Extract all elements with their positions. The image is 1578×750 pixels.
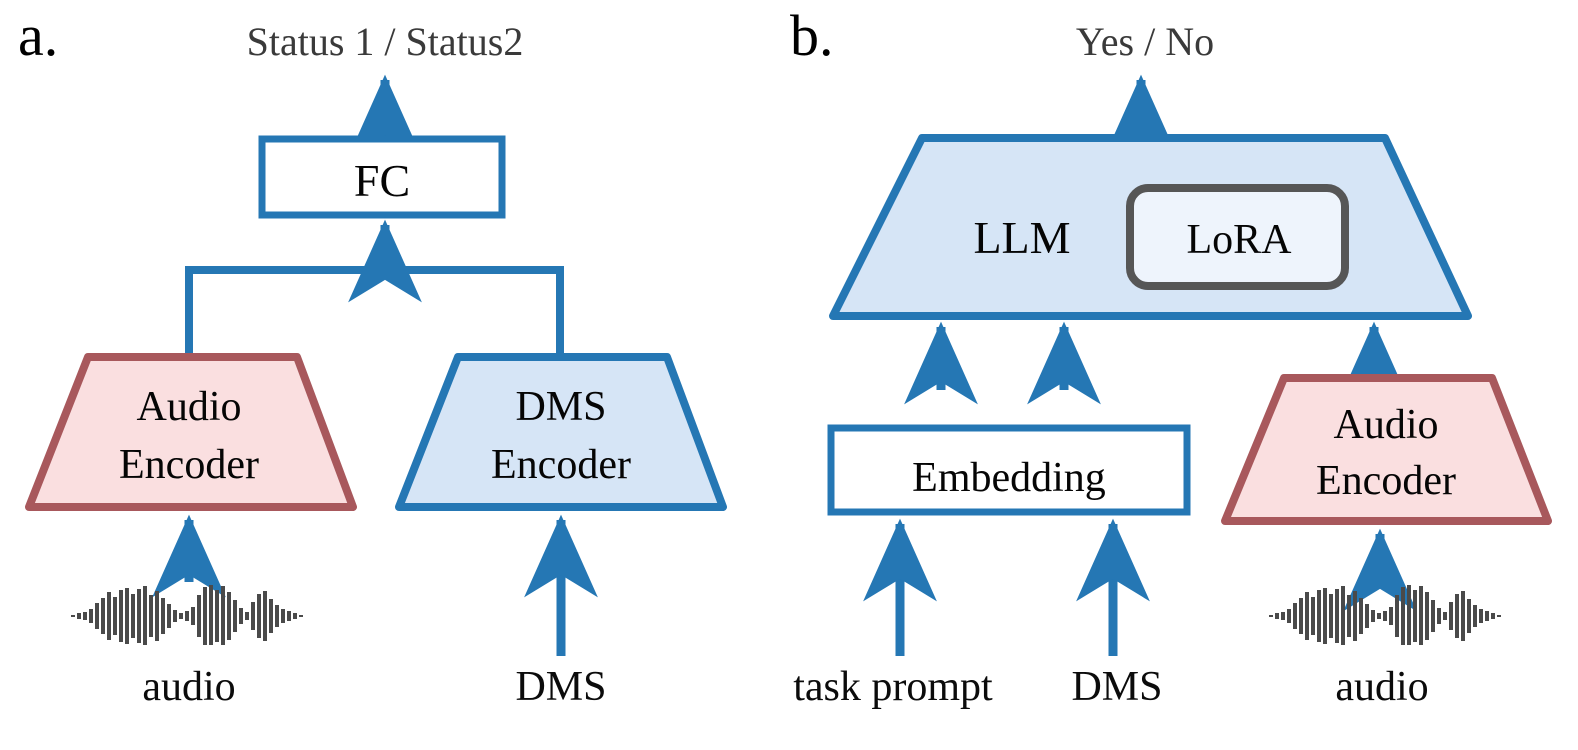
bus-encoders-to-fc	[185, 266, 564, 358]
node-lora-label: LoRA	[1187, 217, 1293, 263]
node-embedding-box[interactable]	[827, 424, 1191, 516]
node-embedding-label: Embedding	[912, 455, 1106, 501]
input-label-task-prompt-b: task prompt	[793, 664, 993, 710]
panel-label-a: a.	[18, 3, 58, 68]
panel-label-b: b.	[790, 3, 834, 68]
input-label-audio-a: audio	[142, 664, 235, 710]
audio-waveform-icon	[71, 585, 303, 645]
node-audio-encoder-b-label-line1: Audio	[1334, 402, 1439, 448]
panel-b-output-label: Yes / No	[1076, 19, 1214, 64]
node-audio-encoder-a-label-line2: Encoder	[119, 442, 259, 488]
node-llm-label: LLM	[973, 212, 1070, 263]
input-label-dms-a: DMS	[515, 664, 606, 710]
input-label-audio-b: audio	[1335, 664, 1428, 710]
node-audio-encoder-a[interactable]	[25, 353, 357, 511]
node-dms-encoder-a-label-line1: DMS	[515, 384, 606, 430]
audio-waveform-icon	[1269, 585, 1501, 645]
node-audio-encoder-a-label-line1: Audio	[137, 384, 242, 430]
node-lora[interactable]	[1126, 184, 1349, 290]
node-audio-encoder-b[interactable]	[1221, 374, 1552, 525]
node-dms-encoder-a-label-line2: Encoder	[491, 442, 631, 488]
node-audio-encoder-b-label-line2: Encoder	[1316, 458, 1456, 504]
node-dms-encoder-a[interactable]	[395, 353, 727, 511]
node-fc-box[interactable]	[258, 135, 506, 219]
input-label-dms-b: DMS	[1071, 664, 1162, 710]
panel-a-output-label: Status 1 / Status2	[247, 19, 524, 64]
node-fc-label: FC	[354, 155, 410, 206]
